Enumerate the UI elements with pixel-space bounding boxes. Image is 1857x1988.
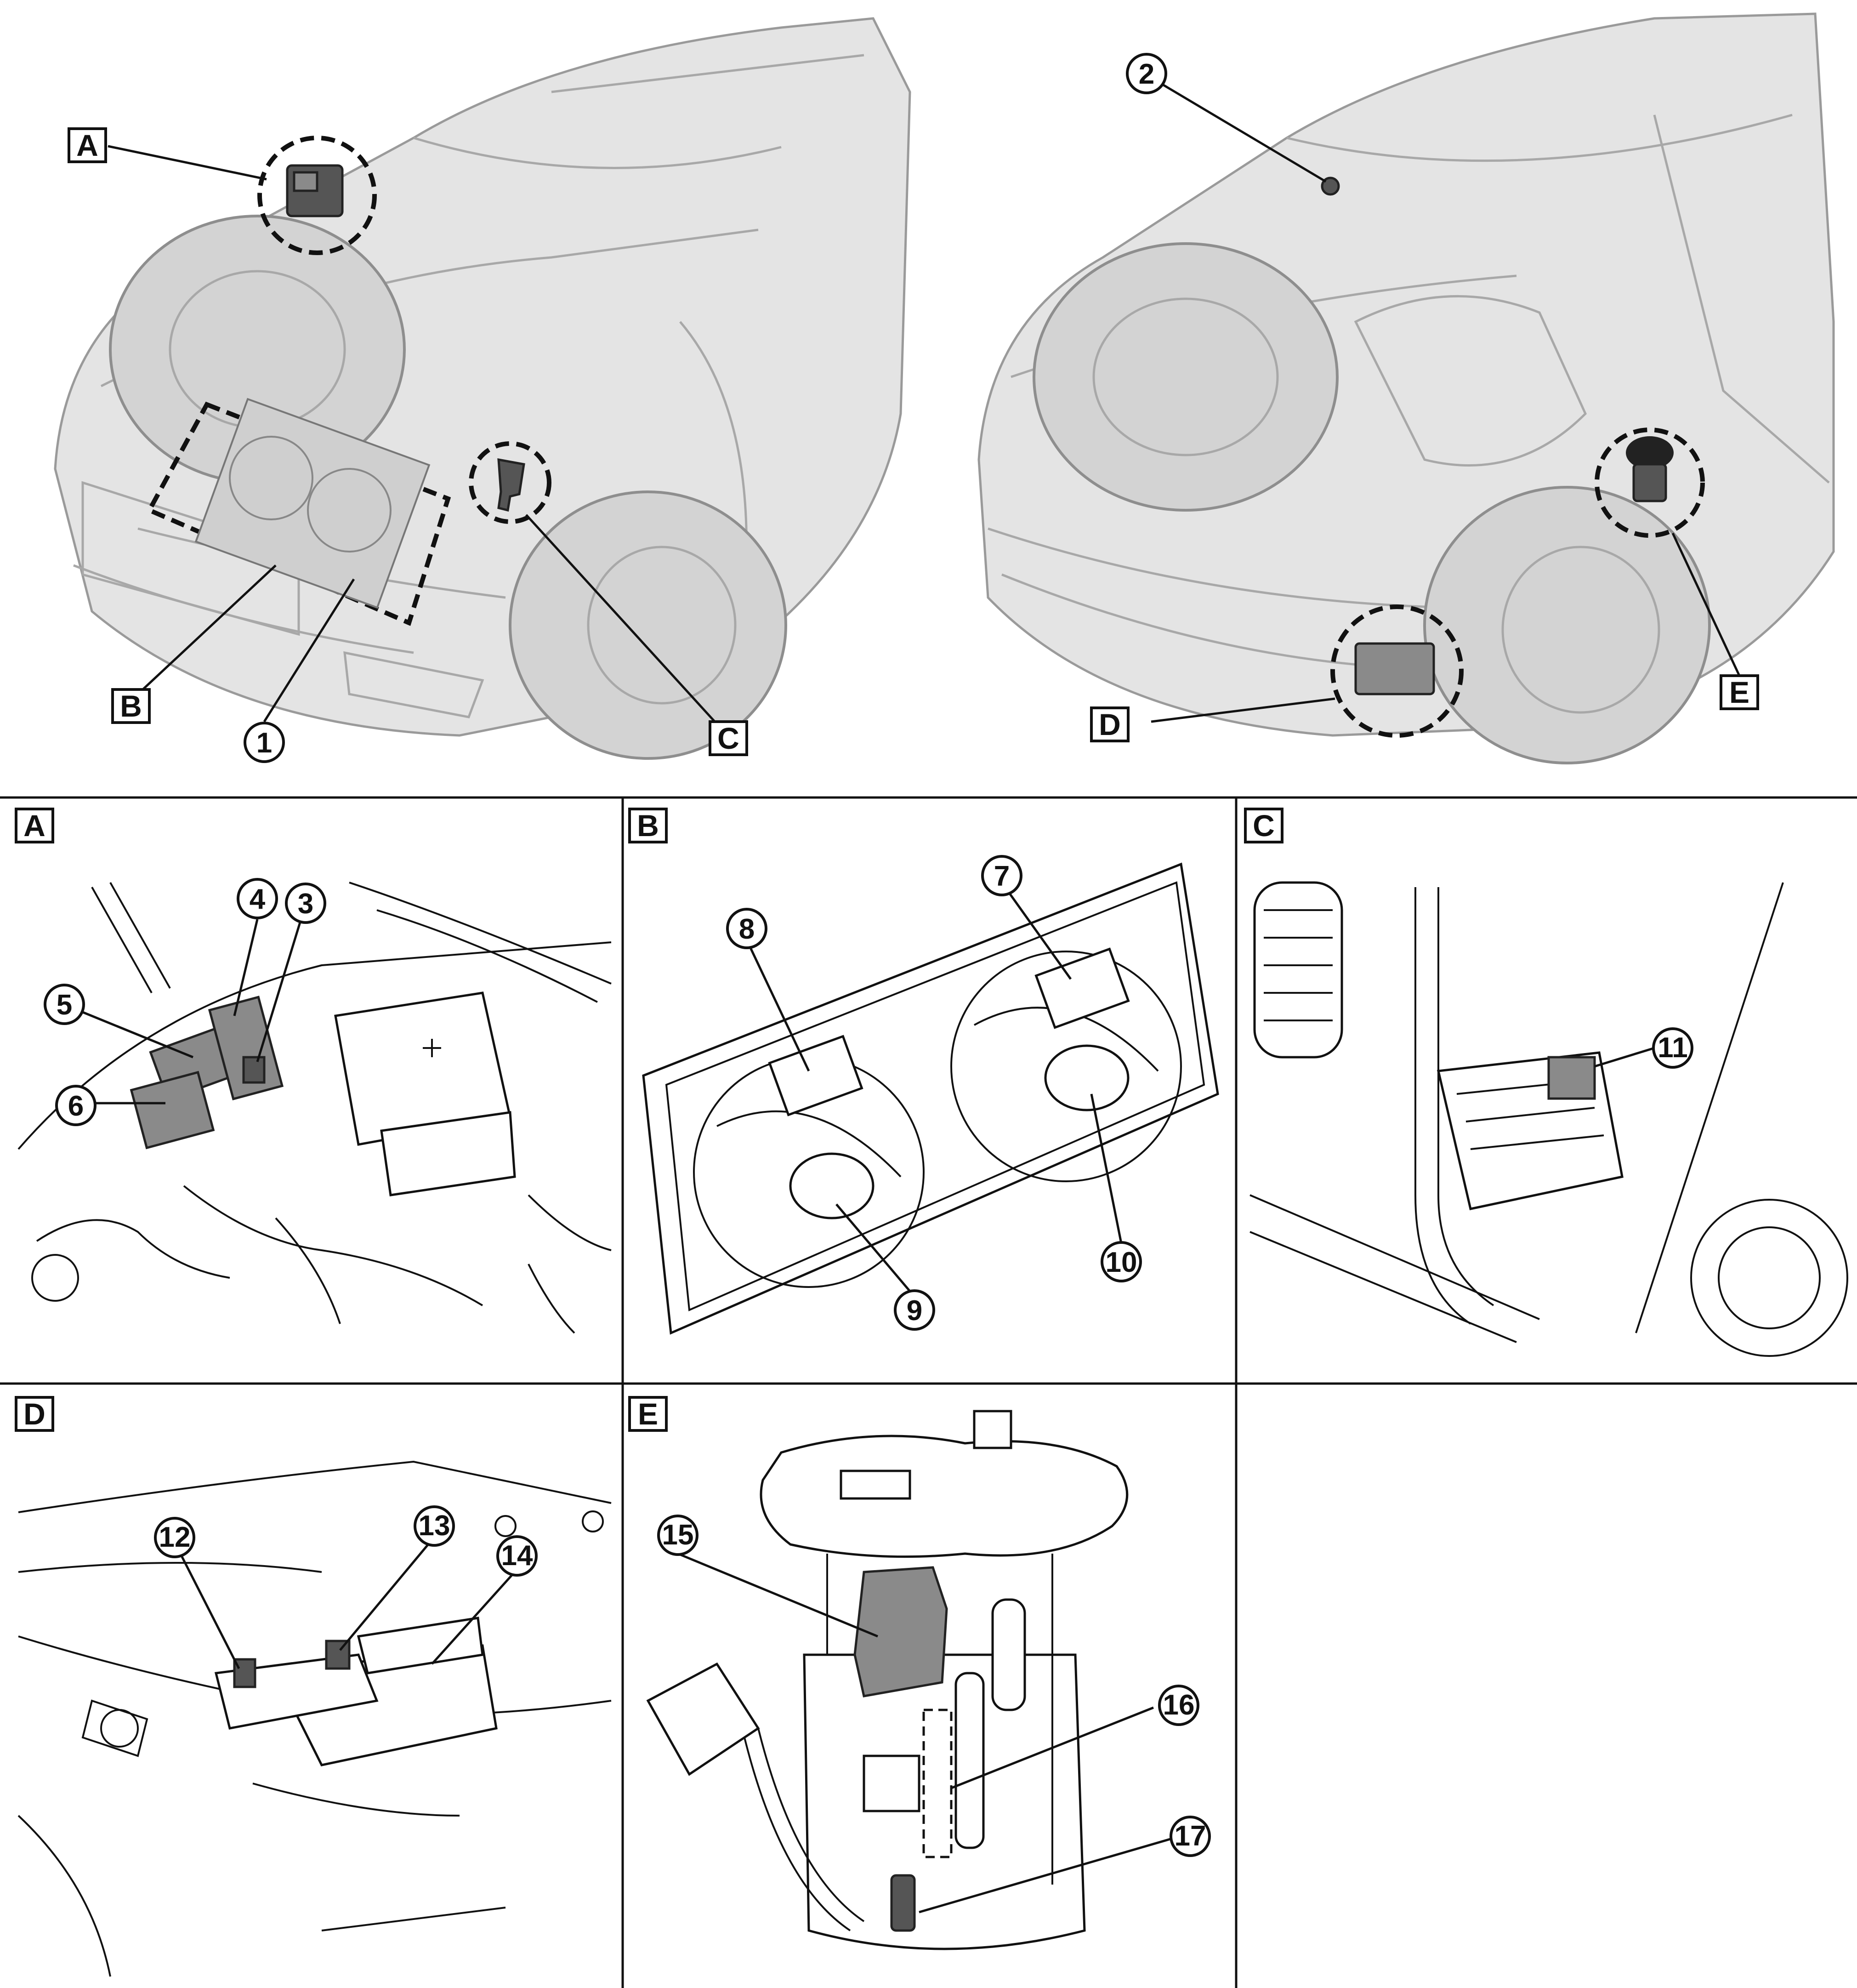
svg-text:D: D (1099, 707, 1121, 741)
callout-zone-c (469, 441, 551, 524)
control-unit-14 (357, 1617, 484, 1675)
callout-12: 12 (154, 1517, 195, 1558)
svg-text:7: 7 (994, 860, 1010, 892)
sensor-part-c (497, 458, 525, 512)
fuel-level-sensor-16 (922, 1709, 953, 1858)
relay-part-11 (1547, 1056, 1596, 1100)
detail-grid (0, 796, 1857, 1988)
detail-panel-e: E 15 16 17 (628, 1396, 1211, 1950)
svg-text:14: 14 (501, 1540, 533, 1572)
overview-label-d: D (1090, 706, 1130, 742)
callout-16: 16 (1158, 1685, 1199, 1726)
callout-zone-d (1330, 604, 1464, 738)
svg-text:11: 11 (1658, 1032, 1688, 1064)
fan-motor-10 (1044, 1044, 1130, 1111)
callout-7: 7 (981, 855, 1022, 896)
fuel-pump-flange (760, 1435, 1129, 1558)
callout-10: 10 (1101, 1241, 1142, 1282)
overview-front-view: A B C 1 (54, 17, 911, 763)
detail-panel-a: A 3 4 5 (15, 808, 612, 1334)
svg-text:B: B (120, 689, 142, 723)
svg-text:B: B (637, 809, 659, 843)
sensor-part-2 (1321, 177, 1340, 196)
callout-15: 15 (657, 1515, 699, 1556)
svg-text:E: E (1729, 675, 1749, 709)
callout-9: 9 (894, 1289, 935, 1331)
svg-text:9: 9 (907, 1295, 922, 1327)
svg-text:13: 13 (419, 1510, 450, 1542)
fuel-pump-cap-e (1626, 436, 1674, 469)
detail-panel-d: D 12 13 14 (15, 1396, 612, 1977)
callout-8: 8 (726, 908, 767, 949)
detail-panel-b: B 7 8 9 10 (628, 808, 1219, 1335)
svg-text:16: 16 (1163, 1689, 1195, 1721)
callout-17: 17 (1170, 1816, 1211, 1857)
module-part-6 (130, 1071, 215, 1150)
connector-part-17 (890, 1874, 916, 1932)
svg-text:A: A (23, 809, 45, 843)
callout-5: 5 (44, 984, 85, 1025)
overview-label-e: E (1720, 674, 1759, 710)
callout-13: 13 (414, 1505, 455, 1547)
svg-text:4: 4 (250, 883, 266, 915)
callout-zone-e (1595, 427, 1705, 538)
callout-zone-a (257, 136, 377, 255)
svg-text:8: 8 (739, 913, 755, 945)
callout-6: 6 (55, 1085, 97, 1126)
svg-text:C: C (1253, 809, 1275, 843)
control-unit-d (1354, 642, 1435, 695)
overview-label-a: A (68, 127, 107, 163)
svg-text:1: 1 (256, 727, 272, 759)
fan-motor-controller-8 (768, 1035, 863, 1116)
svg-text:2: 2 (1139, 58, 1154, 90)
fan-right (950, 951, 1182, 1182)
overview-label-c: C (709, 720, 748, 756)
svg-text:3: 3 (298, 888, 313, 920)
svg-text:D: D (23, 1397, 45, 1431)
svg-text:E: E (638, 1397, 658, 1431)
fan-motor-controller-7 (1034, 947, 1130, 1029)
svg-text:A: A (76, 128, 98, 162)
overview-callout-1: 1 (244, 722, 285, 763)
svg-text:C: C (717, 721, 739, 755)
svg-text:10: 10 (1106, 1247, 1137, 1278)
connector-part-13 (325, 1640, 351, 1670)
svg-text:12: 12 (159, 1521, 191, 1553)
callout-11: 11 (1652, 1027, 1693, 1069)
fan-motor-9 (789, 1152, 875, 1219)
overview-label-b: B (111, 688, 151, 724)
callout-3: 3 (285, 883, 326, 924)
svg-text:17: 17 (1175, 1820, 1206, 1852)
connector-part-3 (242, 1056, 266, 1084)
fuel-pump-module-15 (853, 1566, 948, 1697)
detail-panel-c: C 11 (1244, 808, 1848, 1357)
overview-rear-view: 2 D E (977, 12, 1835, 764)
callout-14: 14 (496, 1535, 538, 1577)
module-part-4 (208, 996, 284, 1100)
svg-text:5: 5 (57, 989, 72, 1021)
overview-callout-2: 2 (1126, 53, 1167, 94)
svg-text:15: 15 (662, 1519, 694, 1551)
callout-4: 4 (237, 878, 278, 919)
svg-text:6: 6 (68, 1090, 84, 1122)
